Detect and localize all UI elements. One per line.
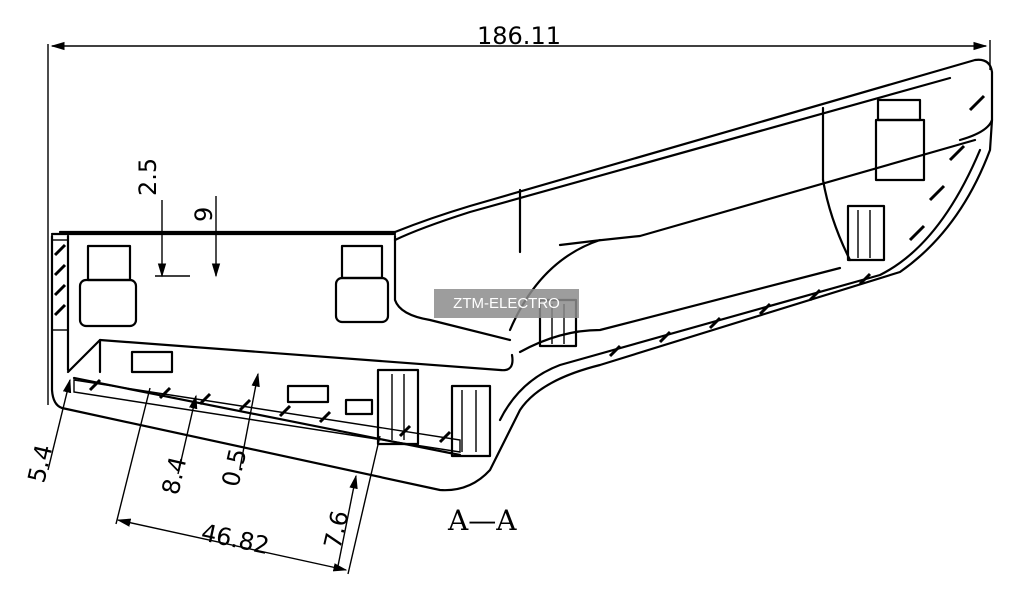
rib-depth-dimension	[177, 394, 198, 475]
part-outline	[50, 58, 994, 492]
section-label: A—A	[447, 504, 517, 537]
left-boss	[78, 244, 138, 328]
boss-height-label: 9	[190, 207, 218, 222]
top-offset-label: 2.5	[134, 158, 162, 196]
rib-depth-label: 8.4	[157, 454, 193, 497]
middle-boss	[334, 244, 390, 324]
wall-thickness-label: 5.4	[23, 442, 59, 485]
rib-height-dimension	[337, 474, 358, 567]
clip-features	[376, 204, 886, 458]
rib-spacing-dimension	[115, 387, 381, 575]
top-offset-dimension	[155, 200, 190, 278]
right-boss	[874, 98, 926, 182]
wall-thickness-dimension	[47, 378, 72, 471]
floor-thickness-label: 0.5	[217, 446, 253, 489]
rib-height-label: 7.6	[319, 508, 355, 551]
hatched-walls	[51, 94, 986, 453]
rib-spacing-label: 46.82	[199, 518, 272, 560]
floor-ribs	[130, 350, 374, 416]
overall-length-label: 186.11	[477, 22, 561, 50]
floor-thickness-dimension	[239, 372, 260, 469]
watermark: ZTM-ELECTRO	[434, 289, 579, 318]
